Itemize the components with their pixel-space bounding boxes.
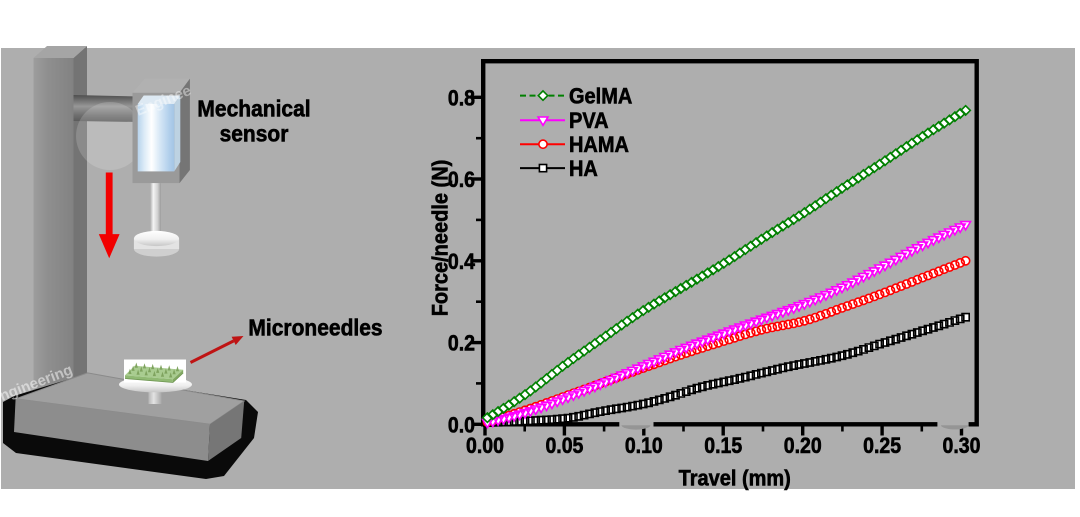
svg-text:PVA: PVA (569, 109, 609, 133)
svg-text:0.10: 0.10 (625, 434, 663, 458)
svg-text:0.25: 0.25 (863, 434, 901, 458)
svg-text:0.4: 0.4 (448, 250, 476, 274)
svg-text:Force/needle (N): Force/needle (N) (429, 160, 453, 317)
svg-text:0.05: 0.05 (545, 434, 583, 458)
svg-text:0.0: 0.0 (448, 413, 475, 437)
svg-text:Travel (mm): Travel (mm) (679, 466, 791, 490)
svg-text:HA: HA (569, 157, 598, 181)
svg-text:0.15: 0.15 (704, 434, 742, 458)
svg-text:0.30: 0.30 (943, 434, 981, 458)
svg-text:0.8: 0.8 (448, 86, 475, 110)
svg-text:0.2: 0.2 (448, 332, 475, 356)
svg-text:0.20: 0.20 (784, 434, 822, 458)
svg-text:0.6: 0.6 (448, 168, 475, 192)
svg-text:GelMA: GelMA (569, 84, 632, 108)
svg-text:sensor: sensor (220, 121, 289, 147)
svg-text:0.00: 0.00 (466, 434, 504, 458)
svg-text:HAMA: HAMA (569, 133, 629, 157)
svg-text:Microneedles: Microneedles (248, 314, 382, 340)
svg-text:Mechanical: Mechanical (197, 95, 310, 121)
